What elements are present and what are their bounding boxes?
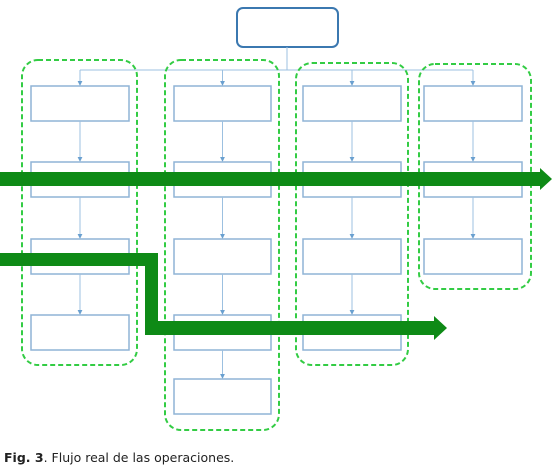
department-column-1 bbox=[30, 70, 130, 351]
department-column-3 bbox=[302, 70, 402, 351]
root-box bbox=[236, 7, 339, 48]
process-box-c1-r4 bbox=[30, 314, 130, 351]
process-flow-diagram bbox=[0, 7, 552, 431]
department-group-1 bbox=[21, 59, 138, 366]
process-box-c3-r3 bbox=[302, 238, 402, 275]
department-columns bbox=[30, 70, 523, 415]
process-box-c2-r1 bbox=[173, 85, 272, 122]
figure-caption: Fig. 3. Flujo real de las operaciones. bbox=[4, 450, 234, 465]
flow-arrow-2 bbox=[0, 253, 447, 340]
department-group-2 bbox=[164, 59, 280, 431]
figure-caption-text: . Flujo real de las operaciones. bbox=[43, 450, 235, 465]
flow-arrows bbox=[0, 168, 552, 340]
process-box-c2-r3 bbox=[173, 238, 272, 275]
department-group-3 bbox=[295, 62, 409, 366]
process-box-c4-r3 bbox=[423, 238, 523, 275]
process-box-c2-r5 bbox=[173, 378, 272, 415]
flow-arrow-1 bbox=[0, 168, 552, 190]
process-box-c3-r1 bbox=[302, 85, 402, 122]
process-box-c4-r1 bbox=[423, 85, 523, 122]
figure-label: Fig. 3 bbox=[4, 450, 44, 465]
department-column-2 bbox=[173, 70, 272, 415]
process-box-c1-r1 bbox=[30, 85, 130, 122]
root-connectors bbox=[80, 47, 473, 71]
